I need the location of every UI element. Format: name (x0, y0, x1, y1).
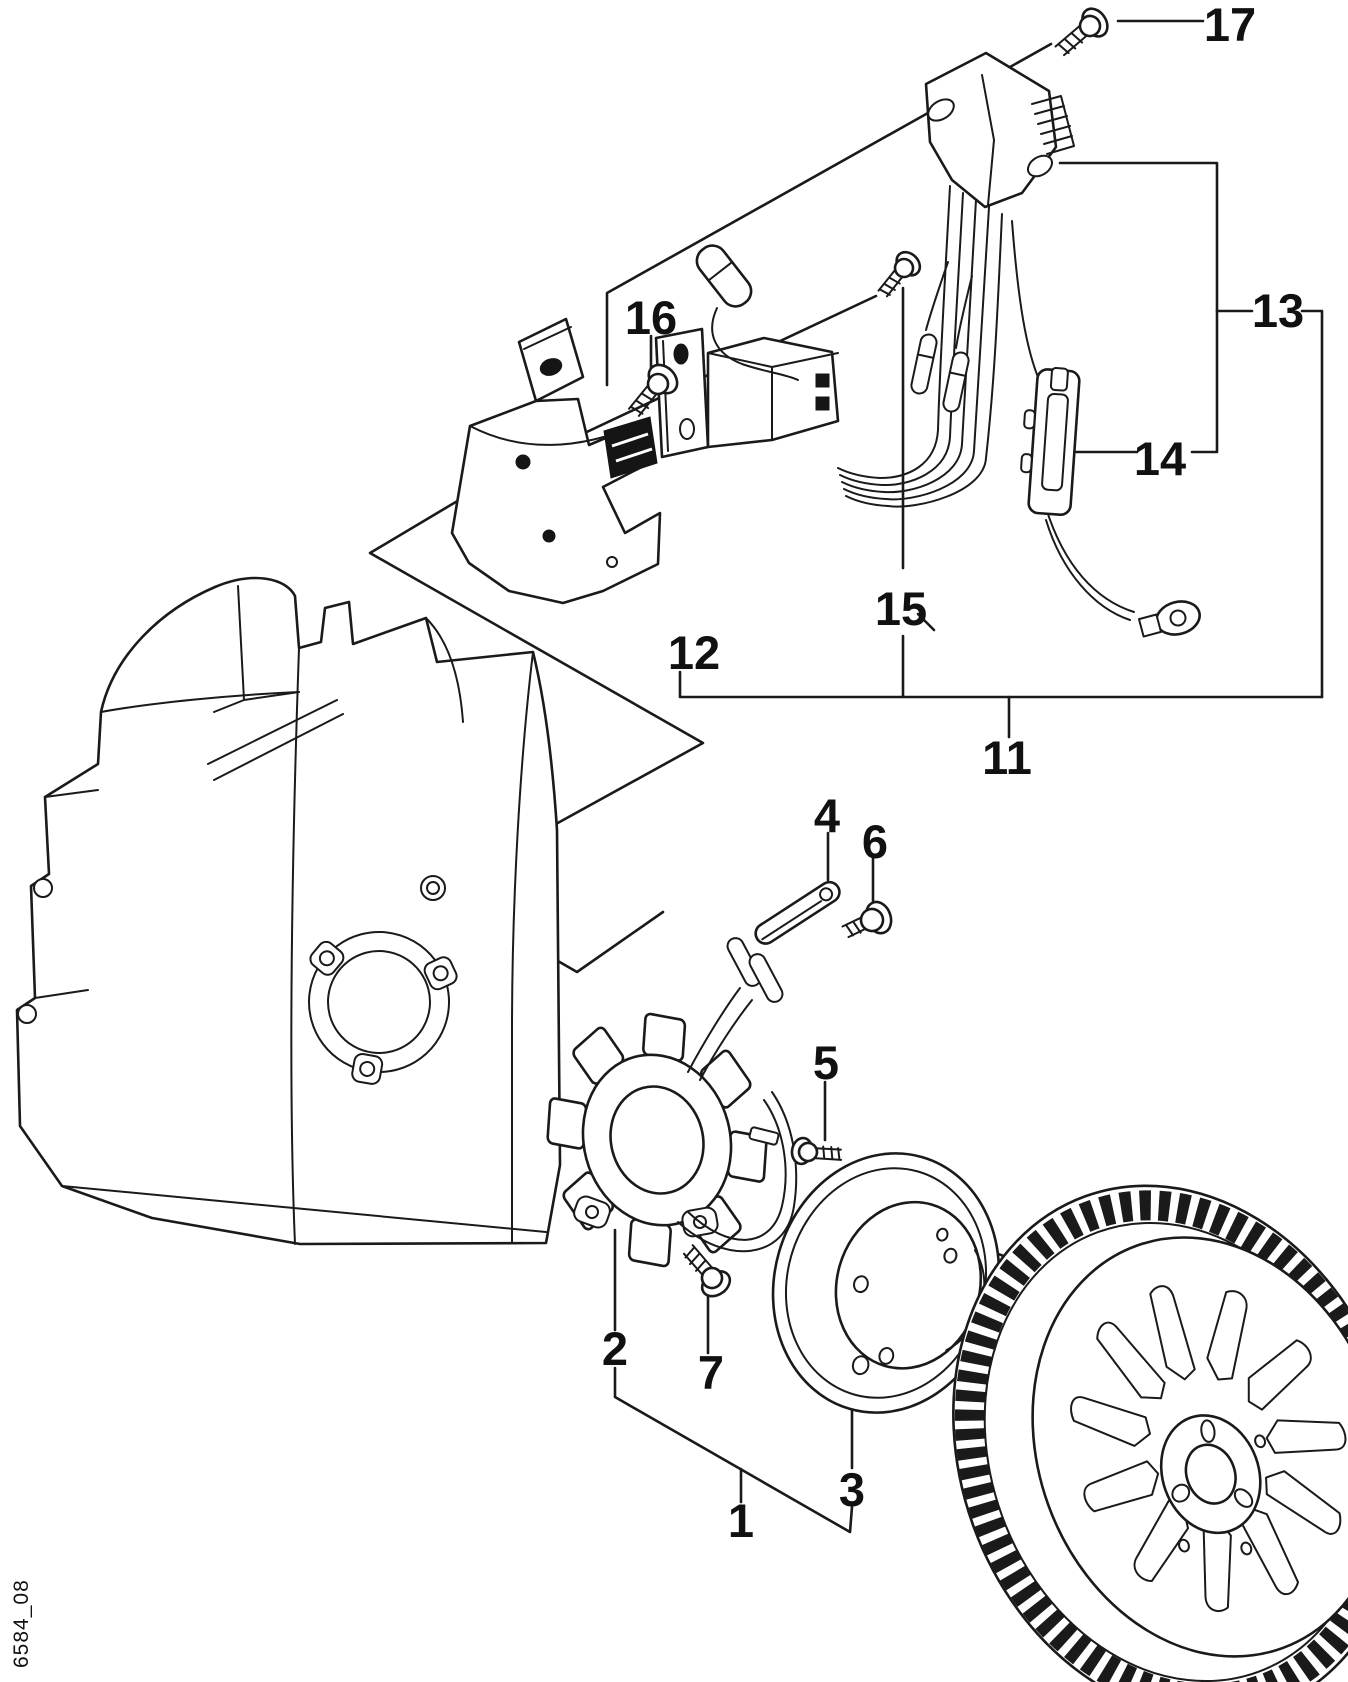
bolt-16-icon (620, 359, 683, 422)
bolt-6-icon (838, 898, 895, 945)
wire-clamp-14 (1018, 366, 1080, 515)
callout-6: 6 (862, 815, 888, 868)
callout-12: 12 (668, 626, 720, 679)
callout-3: 3 (839, 1463, 865, 1516)
bolt-17-icon (1049, 4, 1113, 61)
bolt-7-icon (678, 1238, 735, 1301)
crankcase (17, 578, 560, 1244)
callout-13: 13 (1252, 284, 1304, 337)
bolt-15-icon (871, 247, 925, 301)
stator-mount-boss (292, 908, 480, 1098)
stator (522, 935, 797, 1288)
callout-1: 1 (728, 1494, 754, 1547)
fan-blades (1025, 1243, 1348, 1651)
callout-17: 17 (1204, 0, 1256, 51)
clip-4 (752, 878, 843, 947)
callout-2: 2 (602, 1322, 628, 1375)
case-nut (421, 876, 445, 900)
rotor-ring (743, 1126, 1029, 1439)
flywheel-hub (1139, 1396, 1299, 1575)
regulator (924, 53, 1074, 207)
callouts: 1 2 3 4 5 6 7 11 12 13 14 15 16 17 (602, 0, 1304, 1547)
bolt-5-icon (790, 1136, 844, 1170)
callout-4: 4 (814, 789, 840, 842)
callout-11: 11 (982, 731, 1032, 784)
figure-code: 6584_08 (10, 1579, 33, 1668)
flywheel (880, 1122, 1348, 1682)
ignition-coil-assembly (604, 240, 838, 478)
callout-14: 14 (1134, 432, 1186, 485)
callout-5: 5 (813, 1036, 839, 1089)
callout-15: 15 (875, 582, 927, 635)
callout-16: 16 (625, 291, 677, 344)
callout-7: 7 (698, 1346, 724, 1399)
wire-harness (838, 186, 1203, 643)
ring-terminal (1137, 597, 1203, 643)
